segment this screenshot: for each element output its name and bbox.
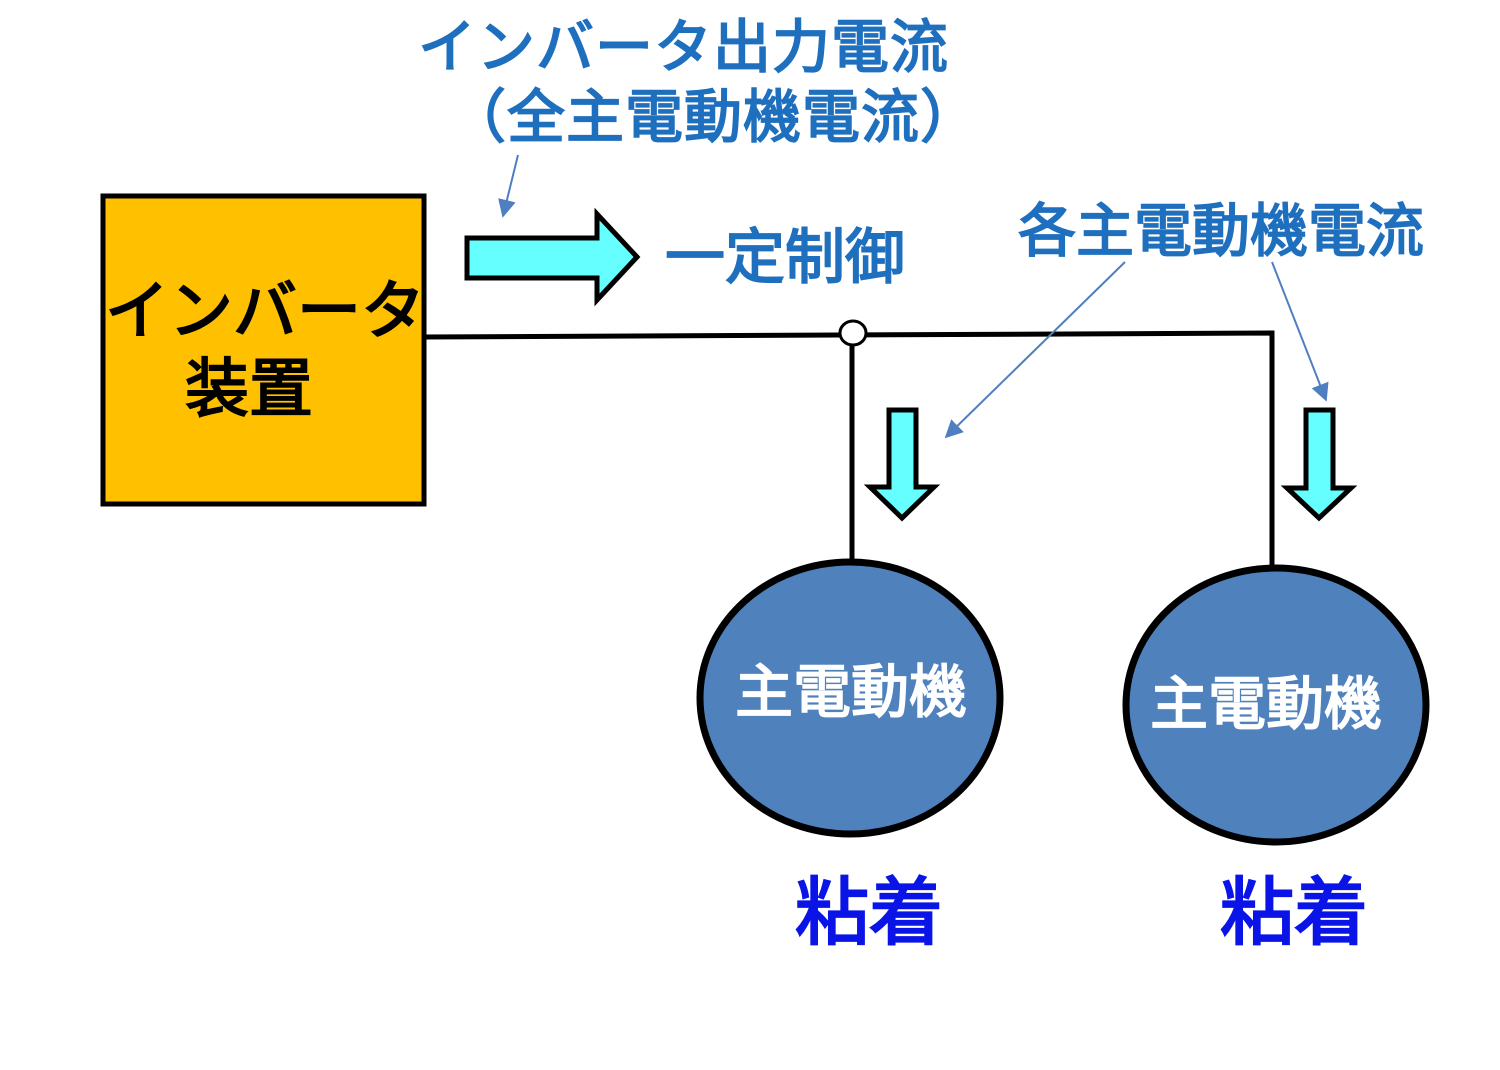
main-bus-wire [423, 330, 1275, 568]
each-motor-current-label: 各主電動機電流 [1018, 197, 1425, 265]
constant-control-label: 一定制御 [665, 223, 905, 293]
all-motor-current-label: （全主電動機電流） [448, 83, 980, 151]
motor-1-label: 主電動機 [735, 658, 968, 726]
motor-2-circle [1122, 564, 1430, 846]
output-current-arrow [464, 207, 641, 307]
pointer-motor-2-current [1271, 261, 1329, 402]
junction-node [838, 319, 868, 347]
inverter-label-line2: 装置 [185, 353, 313, 427]
motor-2-label: 主電動機 [1150, 670, 1383, 738]
pointer-output-current [498, 154, 519, 218]
inverter-box [100, 193, 427, 507]
motor-2-current-arrow [1280, 407, 1358, 522]
inverter-label-line1: インバータ [105, 275, 425, 349]
motor-1-circle [696, 558, 1004, 838]
inverter-output-current-label: インバータ出力電流 [418, 13, 950, 81]
motor-1-current-arrow [863, 407, 941, 522]
pointer-motor-1-current [944, 261, 1126, 439]
motor-1-adhesion-label: 粘着 [795, 870, 943, 956]
motor-2-adhesion-label: 粘着 [1220, 870, 1368, 956]
